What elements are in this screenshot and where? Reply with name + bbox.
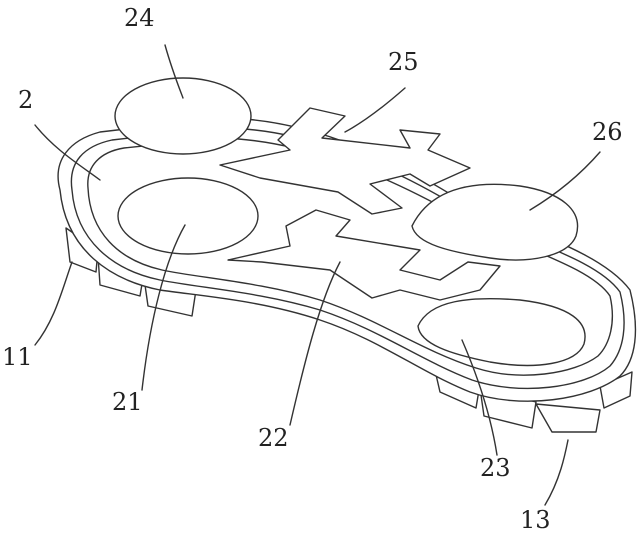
plate-25: [219, 107, 471, 215]
label-2: 2: [18, 86, 34, 114]
label-23: 23: [480, 454, 511, 482]
label-26: 26: [592, 118, 623, 146]
pad-21: [117, 177, 259, 255]
pad-23: [417, 297, 586, 367]
label-25: 25: [388, 48, 419, 76]
label-11: 11: [2, 343, 33, 371]
label-22: 22: [258, 424, 289, 452]
pad-24: [114, 77, 252, 155]
label-21: 21: [112, 388, 143, 416]
leader-lines: [34, 44, 601, 506]
label-24: 24: [124, 4, 155, 32]
label-13: 13: [520, 506, 551, 534]
plate-22: [227, 209, 501, 301]
pad-26: [411, 183, 579, 261]
